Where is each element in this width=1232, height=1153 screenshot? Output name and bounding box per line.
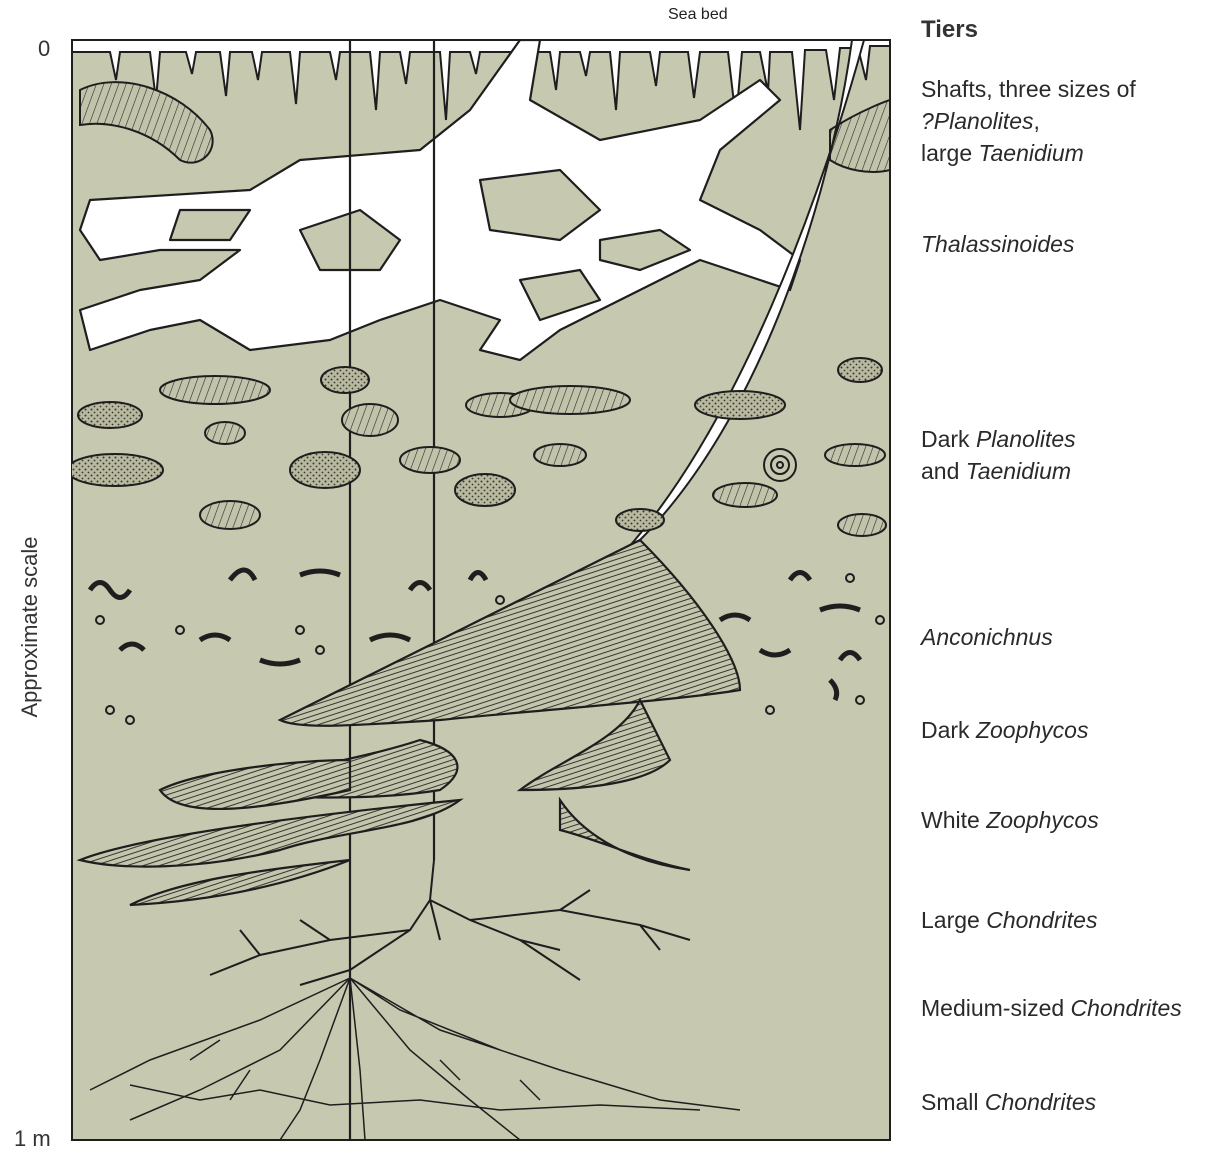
- tier-label-line: large Taenidium: [921, 137, 1136, 169]
- tier-label-text: White: [921, 807, 986, 833]
- tier-label-text: Chondrites: [985, 1089, 1096, 1115]
- tier-label-text: Dark: [921, 426, 976, 452]
- tier-label-text: and: [921, 458, 966, 484]
- tier-label: Small Chondrites: [921, 1086, 1096, 1118]
- tier-label-line: Thalassinoides: [921, 228, 1074, 260]
- tier-label-text: Taenidium: [979, 140, 1084, 166]
- scale-bottom-label: 1 m: [14, 1126, 51, 1152]
- tier-label-text: Anconichnus: [921, 624, 1053, 650]
- tier-label: Large Chondrites: [921, 904, 1097, 936]
- tier-label-text: Medium-sized: [921, 995, 1071, 1021]
- tier-label: Dark Planolitesand Taenidium: [921, 423, 1076, 487]
- tier-label-line: Shafts, three sizes of: [921, 73, 1136, 105]
- tier-label-text: Small: [921, 1089, 985, 1115]
- tier-label-text: Taenidium: [966, 458, 1071, 484]
- tier-label-text: ,: [1034, 108, 1040, 134]
- tier-label: Thalassinoides: [921, 228, 1074, 260]
- scale-top-label: 0: [38, 36, 50, 62]
- tier-label: White Zoophycos: [921, 804, 1099, 836]
- seabed-label: Sea bed: [668, 6, 728, 24]
- tier-label-line: and Taenidium: [921, 455, 1076, 487]
- tier-label: Anconichnus: [921, 621, 1053, 653]
- tier-label-text: Large: [921, 907, 986, 933]
- tier-label-text: Chondrites: [1071, 995, 1182, 1021]
- tier-label-text: Zoophycos: [986, 807, 1099, 833]
- tier-label-line: Dark Zoophycos: [921, 714, 1088, 746]
- tier-label-line: Large Chondrites: [921, 904, 1097, 936]
- scale-axis-title: Approximate scale: [17, 537, 43, 718]
- tier-label: Dark Zoophycos: [921, 714, 1088, 746]
- tier-label-line: White Zoophycos: [921, 804, 1099, 836]
- tier-label-text: Chondrites: [986, 907, 1097, 933]
- tier-label-text: Dark: [921, 717, 976, 743]
- tier-label-text: Zoophycos: [976, 717, 1089, 743]
- tier-label-text: ?Planolites: [921, 108, 1034, 134]
- tier-label-text: large: [921, 140, 979, 166]
- tier-label-line: Anconichnus: [921, 621, 1053, 653]
- tier-label-text: Thalassinoides: [921, 231, 1074, 257]
- tier-label-text: Planolites: [976, 426, 1076, 452]
- tier-label-line: Small Chondrites: [921, 1086, 1096, 1118]
- tier-label-line: Medium-sized Chondrites: [921, 992, 1182, 1024]
- tier-label: Shafts, three sizes of?Planolites,large …: [921, 73, 1136, 169]
- tiers-heading: Tiers: [921, 16, 978, 44]
- tier-label-line: Dark Planolites: [921, 423, 1076, 455]
- tier-label-text: Shafts, three sizes of: [921, 76, 1136, 102]
- tier-label: Medium-sized Chondrites: [921, 992, 1182, 1024]
- tier-label-line: ?Planolites,: [921, 105, 1136, 137]
